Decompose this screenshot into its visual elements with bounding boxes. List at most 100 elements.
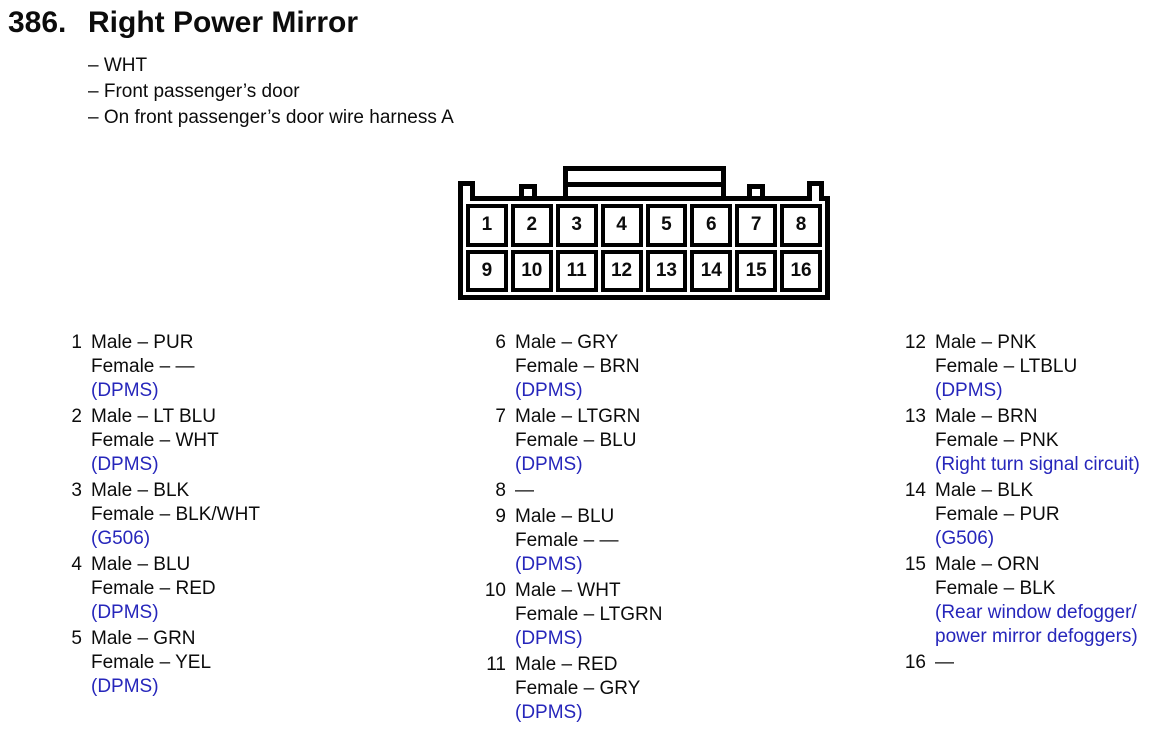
connector-pin-cell: 10 [510, 249, 553, 292]
connector-lock-tab-band [568, 171, 721, 187]
pin-circuit-label: (DPMS) [935, 380, 1003, 401]
pin-wire-label: Female – BRN [515, 356, 640, 377]
pin-wire-label: — [515, 480, 534, 501]
pin-number: 11 [486, 654, 506, 675]
pin-wire-label: Female – RED [91, 578, 216, 599]
connector-pin-cell: 6 [690, 204, 733, 247]
connector-corner-tab-left [458, 181, 475, 201]
pin-wire-label: Female – YEL [91, 652, 212, 673]
pin-wire-label: Female – LTBLU [935, 356, 1078, 377]
pin-circuit-label: power mirror defoggers) [935, 626, 1138, 647]
pin-wire-label: Female – BLU [515, 430, 637, 451]
bullet-item: – On front passenger’s door wire harness… [88, 107, 454, 128]
pin-entry: 15 Male – ORN Female – BLK (Rear window def… [902, 553, 1158, 649]
pin-lines: — [935, 651, 954, 675]
pin-circuit-label: (DPMS) [515, 702, 583, 723]
connector-pin-cell: 2 [510, 204, 553, 247]
section-header: 386. Right Power Mirror [8, 6, 358, 40]
pin-number: 1 [71, 332, 82, 353]
connector-key-tab-left [519, 184, 537, 196]
pin-number: 6 [495, 332, 506, 353]
connector-pin-cell: 12 [600, 249, 643, 292]
pin-number: 13 [904, 406, 926, 427]
pin-wire-label: Male – ORN [935, 554, 1040, 575]
pin-number: 16 [904, 652, 926, 673]
pin-circuit-label: (G506) [935, 528, 995, 549]
connector-pin-cell: 9 [466, 249, 508, 292]
pin-wire-label: Female – BLK [935, 578, 1056, 599]
connector-pin-cell: 15 [735, 249, 778, 292]
pin-circuit-label: (Right turn signal circuit) [935, 454, 1140, 475]
pin-wire-label: Female – BLK/WHT [91, 504, 260, 525]
pin-wire-label: Female – LTGRN [515, 604, 663, 625]
connector-pin-cell: 13 [645, 249, 688, 292]
pin-number: 7 [495, 406, 506, 427]
pin-entry: 8— [482, 479, 782, 503]
pin-lines: Male – PUR Female – — (DPMS) [91, 331, 194, 403]
pin-circuit-label: (DPMS) [515, 380, 583, 401]
connector-pin-cell: 16 [780, 249, 822, 292]
pin-lines: Male – PNK Female – LTBLU (DPMS) [935, 331, 1077, 403]
pin-circuit-label: (Rear window defogger/ [935, 602, 1137, 623]
pin-wire-label: Female – WHT [91, 430, 219, 451]
connector-pin-cell: 8 [780, 204, 822, 247]
bullet-item: – Front passenger’s door [88, 81, 300, 102]
section-number: 386. [8, 6, 67, 39]
pin-wire-label: Female – PNK [935, 430, 1059, 451]
connector-pin-cell: 5 [645, 204, 688, 247]
pin-wire-label: Female – — [91, 356, 195, 377]
pin-wire-label: — [935, 652, 954, 673]
pin-circuit-label: (DPMS) [91, 454, 159, 475]
pin-number: 14 [904, 480, 926, 501]
pin-wire-label: Male – WHT [515, 580, 621, 601]
pin-wire-label: Male – PNK [935, 332, 1037, 353]
pin-wire-label: Male – RED [515, 654, 618, 675]
pin-circuit-label: (DPMS) [91, 676, 159, 697]
connector-pin-cell: 4 [600, 204, 643, 247]
bullet-item: – WHT [88, 55, 148, 76]
connector-pin-cell: 7 [735, 204, 778, 247]
pin-wire-label: Male – PUR [91, 332, 194, 353]
pin-circuit-label: (DPMS) [91, 380, 159, 401]
pin-circuit-label: (DPMS) [515, 554, 583, 575]
connector-pin-cell: 11 [555, 249, 598, 292]
pin-wire-label: Male – BLU [91, 554, 191, 575]
pin-lines: Male – LT BLU Female – WHT (DPMS) [91, 405, 219, 477]
page-title: Right Power Mirror [88, 6, 359, 39]
connector-corner-tab-right [807, 181, 824, 201]
pin-number: 8 [495, 480, 506, 501]
pin-number: 5 [71, 628, 82, 649]
pin-wire-label: Male – LT BLU [91, 406, 216, 427]
bullet-list: – WHT – Front passenger’s door – On front … [88, 53, 454, 131]
connector-lock-tab [563, 166, 726, 196]
pin-lines: — [515, 479, 534, 503]
pin-number: 15 [904, 554, 926, 575]
pin-number: 4 [71, 554, 82, 575]
